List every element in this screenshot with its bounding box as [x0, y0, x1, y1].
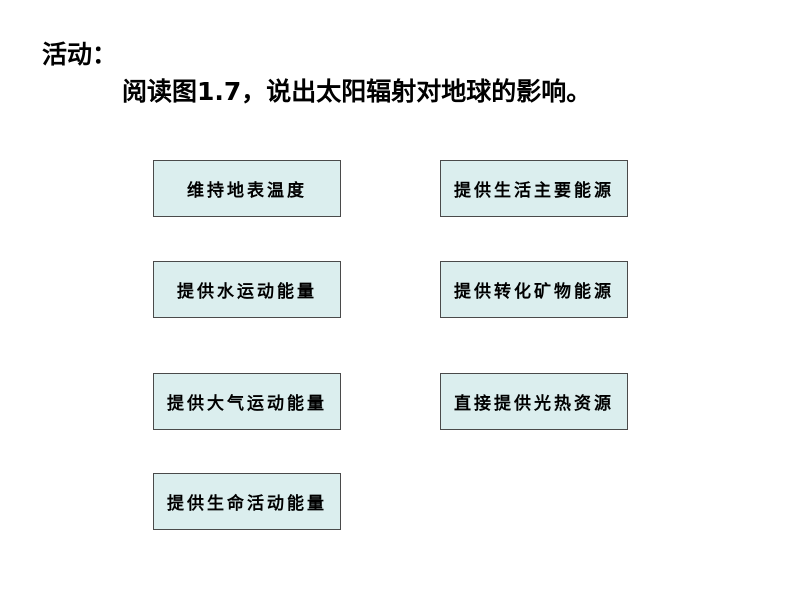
box-mineral-energy: 提供转化矿物能源 — [440, 261, 628, 318]
box-maintain-surface-temperature: 维持地表温度 — [153, 160, 341, 217]
box-atmosphere-movement-energy: 提供大气运动能量 — [153, 373, 341, 430]
box-water-movement-energy: 提供水运动能量 — [153, 261, 341, 318]
box-light-heat-resources: 直接提供光热资源 — [440, 373, 628, 430]
activity-prompt: 阅读图1.7，说出太阳辐射对地球的影响。 — [122, 77, 592, 106]
box-life-activity-energy: 提供生命活动能量 — [153, 473, 341, 530]
activity-heading: 活动： — [42, 40, 118, 69]
box-main-living-energy: 提供生活主要能源 — [440, 160, 628, 217]
